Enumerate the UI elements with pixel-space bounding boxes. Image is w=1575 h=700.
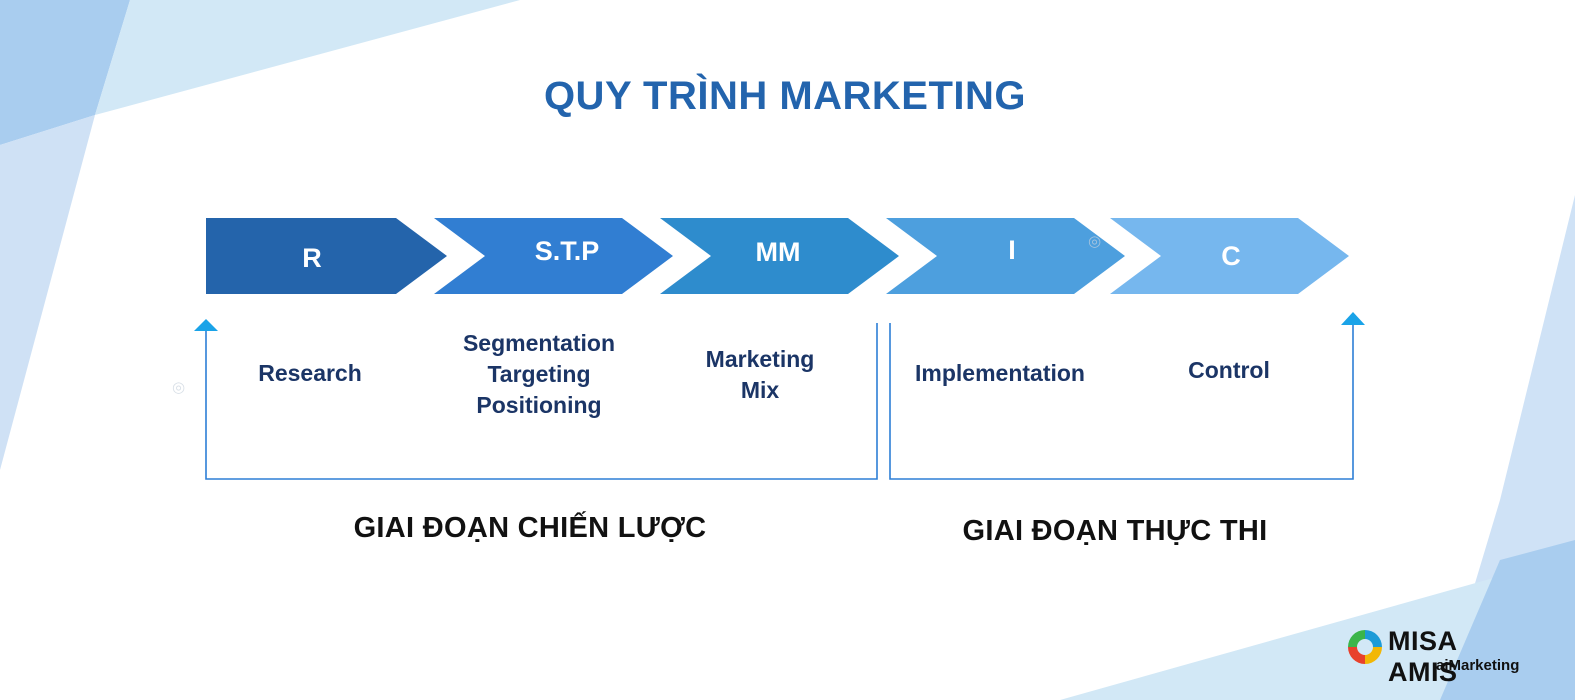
phase-label-execution: GIAI ĐOẠN THỰC THI [962,515,1268,547]
chevron-mm [660,218,899,294]
brand-logo-name: MISA AMIS [1388,626,1458,687]
chevron-c [1110,218,1349,294]
chevron-i [886,218,1125,294]
bg-shape-top-left-dark [0,0,130,145]
phase-label-strategy: GIAI ĐOẠN CHIẾN LƯỢC [353,512,707,544]
step-description-implementation: Implementation [915,360,1085,386]
chevron-stp [434,218,673,294]
step-description-control: Control [1188,357,1270,383]
bg-shape-left [0,115,95,470]
execution-bracket [889,322,1354,480]
chevron-label-i: I [1008,235,1016,265]
chevron-label-stp: S.T.P [534,236,600,266]
brand-logo-icon [1348,630,1382,664]
bg-shape-top-light [95,0,520,115]
chevron-label-c: C [1221,241,1241,271]
step-description-stp: Segmentation Targeting Positioning [462,330,616,418]
execution-arrowhead [1341,312,1365,325]
brand-logo-product: aiMarketing [1436,657,1520,674]
watermark-top: ◎ [1088,233,1102,250]
strategy-bracket [205,323,878,480]
bg-shape-bottom-light [1060,555,1575,700]
bg-shape-bottom-right-dark [1440,540,1575,700]
watermark-left: ◎ [172,379,186,396]
chevron-label-mm: MM [755,237,801,267]
brand-logo: MISA AMIS aiMarketing [1346,626,1526,687]
step-description-research: Research [258,360,362,386]
page-title: QUY TRÌNH MARKETING [543,74,1027,118]
chevron-label-r: R [302,243,322,273]
chevron-r [206,218,447,294]
strategy-arrowhead [194,319,218,331]
step-description-marketing-mix: Marketing Mix [705,346,815,403]
